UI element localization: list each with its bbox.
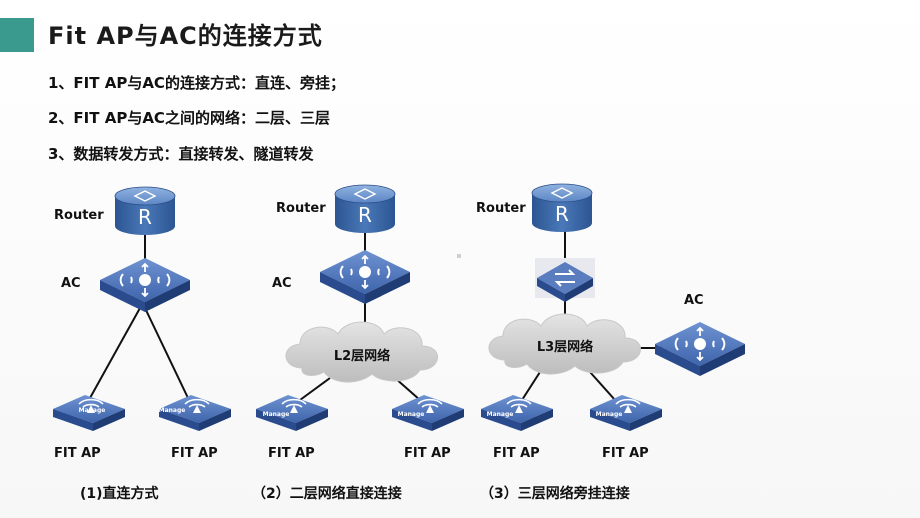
diagram-1-direct: Manage Manage Router AC FIT AP FIT AP (1… (52, 186, 232, 502)
bullet-2: 2、FIT AP与AC之间的网络：二层、三层 (48, 109, 330, 127)
router-label: Router (476, 201, 526, 216)
cloud-ap-link-left (299, 377, 331, 401)
ap-badge: Manage (596, 411, 623, 418)
ap-badge: Manage (487, 411, 514, 418)
ap-label: FIT AP (493, 446, 540, 461)
router-icon (334, 184, 396, 234)
ac-controller-icon (319, 249, 411, 305)
diagram-caption: （3）三层网络旁挂连接 (480, 485, 630, 502)
diagram-2-l2: Manage Manage Router AC L2层网络 FIT AP FIT… (252, 184, 465, 502)
cloud-ap-link-left (521, 371, 541, 401)
diagram-caption: （2）二层网络直接连接 (252, 485, 402, 502)
cloud-ap-link-right (394, 377, 421, 401)
ac-controller-icon (99, 257, 191, 313)
router-icon (531, 183, 593, 233)
ap-label: FIT AP (268, 446, 315, 461)
router-label: Router (276, 201, 326, 216)
cloud-label: L2层网络 (334, 348, 390, 364)
ac-label: AC (61, 276, 81, 291)
decorative-dot (457, 254, 461, 258)
ac-label: AC (684, 293, 704, 308)
ac-ap-link-right (144, 307, 189, 399)
diagram-caption: (1)直连方式 (80, 485, 159, 502)
cloud-ap-link-right (589, 371, 616, 401)
ap-label: FIT AP (54, 446, 101, 461)
ap-label: FIT AP (171, 446, 218, 461)
ap-label: FIT AP (602, 446, 649, 461)
bullet-3: 3、数据转发方式：直接转发、隧道转发 (48, 145, 314, 163)
router-label: Router (54, 208, 104, 223)
ap-badge: Manage (79, 407, 106, 414)
ac-controller-icon (654, 321, 746, 377)
title-accent-bar (0, 18, 34, 52)
ac-label: AC (272, 276, 292, 291)
l3-switch-icon (534, 257, 596, 303)
cloud-label: L3层网络 (537, 339, 593, 355)
diagram-3-l3-bypass: Manage Manage Router AC L3层网络 FIT AP FIT… (476, 183, 746, 502)
ap-badge: Manage (263, 411, 290, 418)
page-title: Fit AP与AC的连接方式 (48, 22, 323, 50)
bullet-1: 1、FIT AP与AC的连接方式：直连、旁挂； (48, 74, 345, 92)
ap-badge: Manage (398, 411, 425, 418)
ac-ap-link-left (89, 307, 141, 399)
ap-badge: Manage (159, 407, 186, 414)
ap-label: FIT AP (404, 446, 451, 461)
router-icon (114, 186, 176, 236)
